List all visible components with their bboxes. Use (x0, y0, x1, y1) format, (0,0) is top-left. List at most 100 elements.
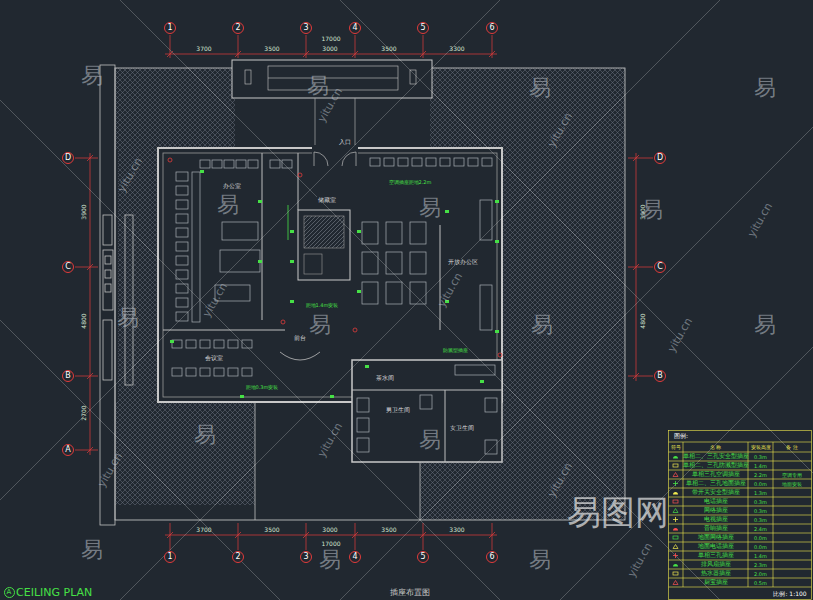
grid-label: C (657, 263, 663, 271)
socket-symbol (290, 260, 294, 263)
legend-symbol (673, 572, 678, 575)
legend-text: 电视插座 (704, 517, 728, 523)
socket-symbol (298, 173, 302, 177)
furniture-piece (176, 312, 188, 321)
room-name: 入口 (338, 139, 352, 145)
legend-symbol (673, 500, 678, 503)
furniture-piece (370, 158, 380, 166)
annotation-note: 防溅型插座 (442, 348, 469, 353)
legend-text: 单相三孔插座 (698, 553, 734, 559)
shaft (304, 254, 322, 274)
table-cell: 0.3m (754, 517, 767, 522)
furniture-piece (386, 282, 402, 304)
dimension-lines (75, 35, 653, 550)
legend-border (669, 431, 812, 600)
grid-label: 6 (489, 24, 494, 32)
table-header: 安装高度 (751, 445, 771, 450)
grid-bubble: 3 (300, 551, 312, 563)
table-cell: 2.3m (754, 562, 767, 567)
legend-symbol (673, 528, 678, 531)
legend-text: 厨宝插座 (704, 580, 728, 586)
watermark: 易 (641, 199, 663, 221)
legend-rule (669, 515, 812, 516)
view-marker: A (4, 587, 15, 598)
furniture-piece (248, 160, 258, 168)
legend-text: 电话插座 (704, 499, 728, 505)
legend-text: 单相二、三孔防溅型插座 (683, 463, 749, 469)
socket-symbol (281, 320, 285, 324)
legend-text: 热水器插座 (701, 571, 731, 577)
window (103, 250, 113, 310)
watermark-line (0, 0, 280, 600)
furniture-piece (212, 160, 222, 168)
furniture-piece (176, 172, 188, 181)
grid-bubble: C (654, 261, 666, 273)
socket-symbol (365, 365, 369, 368)
socket-symbol (168, 158, 172, 162)
socket-symbol (357, 290, 361, 293)
furniture-piece (214, 340, 224, 348)
furniture-piece (222, 222, 258, 240)
dimension-line (165, 35, 497, 58)
site-boundary (115, 68, 625, 520)
hatch-area (502, 150, 625, 462)
furniture-piece (420, 395, 432, 409)
furniture-piece (426, 158, 436, 166)
canopy-mark (410, 70, 416, 84)
grid-bubble: 2 (232, 22, 244, 34)
furniture-piece (485, 440, 497, 454)
legend-symbols (673, 456, 678, 584)
table-cell: 地面安装 (782, 481, 802, 486)
legend-heading: 图例: (674, 433, 688, 439)
furniture-piece (224, 160, 234, 168)
grid-bubble: 1 (164, 551, 176, 563)
partition-wall (163, 153, 502, 462)
furniture-piece (186, 368, 196, 376)
legend-text: 地面电话插座 (698, 544, 734, 550)
grid-bubble: D (654, 152, 666, 164)
annotation-note: 空调插座距地2.2m (388, 180, 433, 185)
watermark: 易 (309, 314, 331, 336)
legend-rule (669, 587, 812, 588)
dimension-text: 3000 (322, 46, 337, 52)
watermark-line (340, 0, 813, 600)
room-name: 办公室 (222, 183, 242, 189)
grid-label: 3 (303, 24, 308, 32)
room-name: 茶水间 (375, 375, 395, 381)
dimension-text: 4800 (81, 313, 87, 328)
reception-counter (280, 352, 320, 360)
window (103, 320, 112, 380)
furniture-piece (172, 368, 182, 376)
canopy-mark (245, 70, 251, 84)
furniture-piece (176, 242, 188, 251)
grid-label: A (65, 446, 70, 454)
legend-symbol (673, 509, 678, 513)
socket-symbol (330, 395, 334, 398)
legend-symbol (673, 536, 678, 539)
watermark: 易 (194, 424, 216, 446)
watermark: 易 (419, 197, 441, 219)
watermark: 易 (307, 75, 329, 97)
legend-text: 单相三孔空调插座 (692, 472, 740, 478)
path-edge (255, 402, 420, 520)
legend-rule (669, 524, 812, 525)
legend-rule (669, 488, 812, 489)
room-name: 女卫生间 (449, 425, 475, 431)
table-cell: 0.0m (754, 481, 767, 486)
watermark: 易 (117, 307, 139, 329)
socket-symbol (170, 340, 174, 343)
socket-symbol (445, 210, 449, 213)
legend-table (669, 431, 812, 600)
grid-label: 2 (235, 553, 240, 561)
dimension-text: 3700 (196, 46, 211, 52)
window (103, 215, 112, 245)
furniture-piece (412, 158, 422, 166)
grid-label: 5 (420, 24, 425, 32)
watermark: 易 (81, 539, 103, 561)
grid-bubble: C (62, 261, 74, 273)
legend-text: 地面网络插座 (698, 535, 734, 541)
watermark: 易 (529, 77, 551, 99)
grid-bubble: 4 (349, 22, 361, 34)
table-cell: 0.3m (754, 508, 767, 513)
